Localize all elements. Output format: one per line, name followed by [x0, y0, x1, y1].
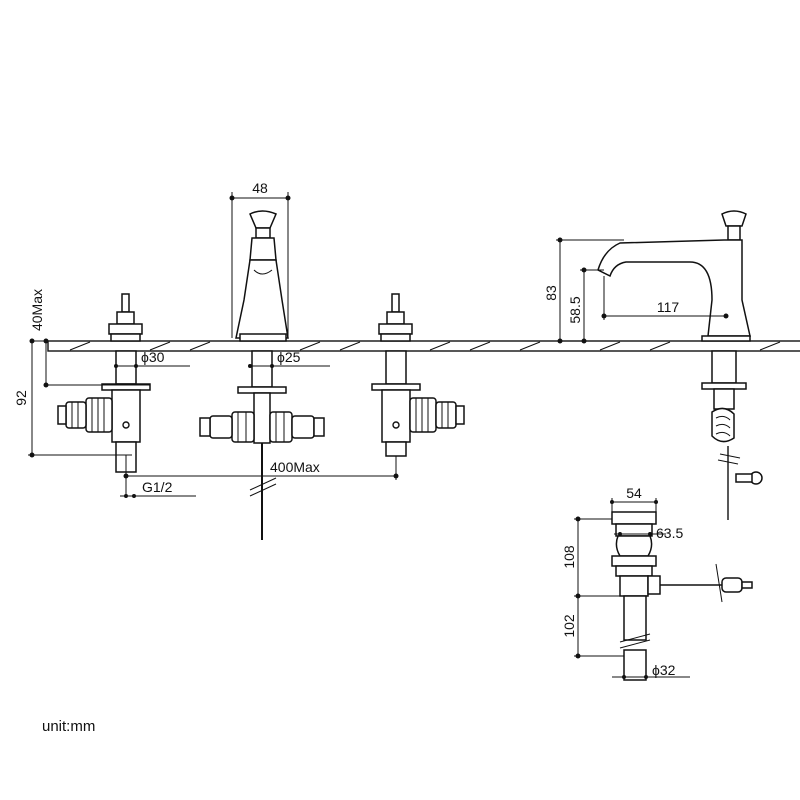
unit-label: unit:mm	[42, 718, 95, 735]
dim-tub-spout-reach: 117	[657, 299, 680, 315]
dim-diverter-height: 108	[561, 545, 577, 569]
dim-spout-hole-dia: ϕ25	[277, 349, 301, 365]
tub-spout	[597, 210, 763, 520]
dim-diverter-dia: 63.5	[656, 525, 683, 541]
left-valve	[57, 293, 151, 473]
dim-tub-spout-outlet-height: 58.5	[567, 296, 583, 323]
dim-diverter-width: 54	[626, 485, 642, 501]
dim-spout-width: 48	[252, 180, 268, 196]
dim-diverter-tube-length: 102	[561, 614, 577, 638]
drain-diverter	[611, 511, 753, 681]
dim-tub-spout-height: 83	[543, 285, 559, 301]
dim-connection: G1/2	[142, 479, 173, 495]
dim-valve-hole-dia: ϕ30	[141, 349, 165, 365]
dim-spread-max: 400Max	[270, 459, 320, 475]
dim-diverter-tube-dia: ϕ32	[652, 662, 676, 678]
center-spout	[199, 210, 325, 540]
deck-plate	[47, 340, 800, 352]
dim-total-height: 92	[13, 390, 29, 406]
dimension-lines	[28, 192, 729, 679]
dim-mount-max: 40Max	[29, 289, 45, 331]
right-valve	[371, 293, 465, 457]
